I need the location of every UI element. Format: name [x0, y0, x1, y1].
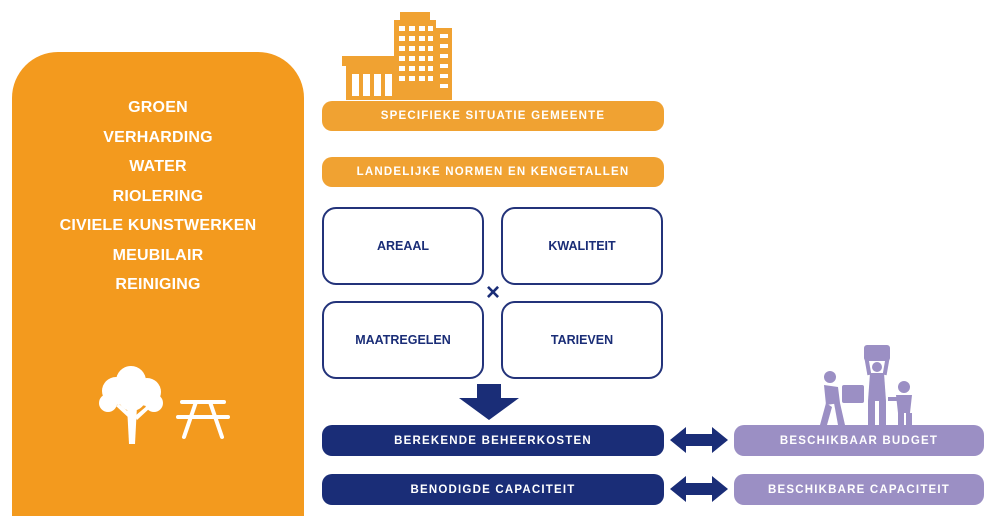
- double-arrow-icon: [670, 476, 728, 502]
- domain-item: GROEN: [128, 99, 188, 116]
- domain-item: REINIGING: [115, 276, 201, 293]
- domain-item: MEUBILAIR: [112, 246, 204, 264]
- people-lifting-icon: [820, 345, 912, 425]
- domains-panel: [12, 52, 304, 516]
- domain-list: GROEN VERHARDING WATER RIOLERING CIVIELE…: [12, 93, 304, 300]
- kwaliteit-box: KWALITEIT: [501, 207, 663, 285]
- tarieven-box: TARIEVEN: [501, 301, 663, 379]
- areaal-box: AREAAL: [322, 207, 484, 285]
- tree-icon: [99, 366, 163, 444]
- domain-item: RIOLERING: [112, 187, 204, 205]
- double-arrow-icon: [670, 427, 728, 453]
- picnic-table-icon: [176, 400, 230, 439]
- landelijke-normen-label: LANDELIJKE NORMEN EN KENGETALLEN: [322, 157, 664, 187]
- beschikbaar-budget-label: BESCHIKBAAR BUDGET: [734, 425, 984, 456]
- berekende-beheerkosten-label: BEREKENDE BEHEERKOSTEN: [322, 425, 664, 456]
- domain-item: VERHARDING: [103, 128, 213, 146]
- beschikbare-capaciteit-label: BESCHIKBARE CAPACITEIT: [734, 474, 984, 505]
- domain-item: CIVIELE KUNSTWERKEN: [59, 217, 257, 234]
- arrow-down-icon: [459, 384, 519, 420]
- building-icon: [342, 12, 452, 100]
- specifieke-situatie-label: SPECIFIEKE SITUATIE GEMEENTE: [322, 101, 664, 131]
- domain-item: WATER: [129, 158, 187, 175]
- maatregelen-box: MAATREGELEN: [322, 301, 484, 379]
- multiply-sign: ×: [485, 279, 500, 306]
- benodigde-capaciteit-label: BENODIGDE CAPACITEIT: [322, 474, 664, 505]
